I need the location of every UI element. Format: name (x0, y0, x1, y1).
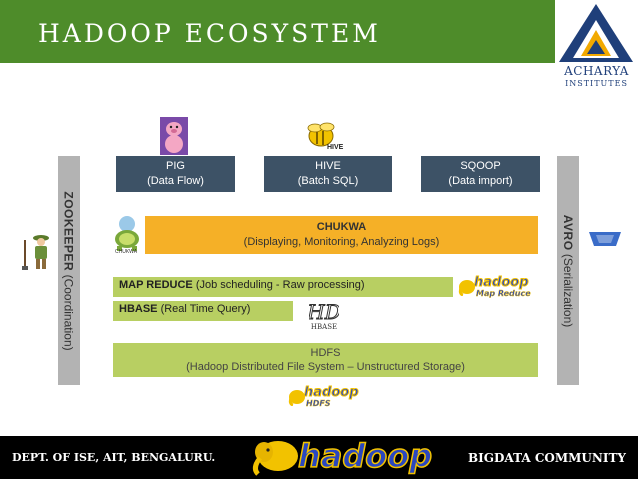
hbase-desc: (Real Time Query) (160, 303, 251, 315)
footer-community: BIGDATA COMMUNITY (468, 451, 626, 465)
logo-text-acharya: ACHARYA (564, 64, 629, 78)
hive-subtitle: (Batch SQL) (297, 175, 359, 187)
hadoop-footer-word: hadoop (297, 437, 433, 475)
zookeeper-bar: ZOOKEEPER (Coordination) (58, 156, 80, 385)
acharya-logo (555, 0, 638, 95)
hive-logo-tag: HIVE (327, 144, 344, 151)
hive-box: HIVE (Batch SQL) (264, 156, 392, 192)
chukwa-box: CHUKWA (Displaying, Monitoring, Analyzin… (145, 216, 538, 254)
mapreduce-name: MAP REDUCE (119, 279, 193, 291)
hadoop-mapreduce-logo: hadoop Map Reduce (458, 275, 532, 302)
sqoop-box: SQOOP (Data import) (421, 156, 540, 192)
elephant-icon (288, 390, 305, 406)
mapreduce-box: MAP REDUCE (Job scheduling - Raw process… (113, 277, 453, 297)
chukwa-subtitle: (Displaying, Monitoring, Analyzing Logs) (243, 236, 440, 248)
avro-name: AVRO (561, 214, 576, 251)
hadoop-hdfs-word: hadoop (304, 385, 360, 400)
page-title: HADOOP ECOSYSTEM (38, 19, 381, 48)
chukwa-title: CHUKWA (316, 221, 367, 233)
pig-box: PIG (Data Flow) (116, 156, 235, 192)
header-bar (0, 0, 555, 63)
logo-text-institutes: INSTITUTES (565, 79, 628, 88)
footer-bar (0, 436, 638, 479)
pig-mascot-icon (160, 117, 188, 155)
hbase-name: HBASE (119, 303, 158, 315)
hadoop-mr-sub: Map Reduce (476, 289, 531, 298)
hadoop-footer-logo: hadoop (250, 434, 440, 479)
hive-title: HIVE (315, 160, 341, 172)
hbase-logo: HD HBASE (303, 299, 345, 333)
hdfs-subtitle: (Hadoop Distributed File System – Unstru… (186, 361, 465, 373)
hive-bee-icon: HIVE (305, 122, 345, 156)
hadoop-mr-word: hadoop (474, 275, 530, 290)
acharya-emblem-icon (559, 4, 633, 62)
avro-logo-icon (586, 229, 624, 249)
pig-title: PIG (166, 160, 185, 172)
hadoop-hdfs-logo: hadoop HDFS (288, 385, 364, 413)
footer-department: DEPT. OF ISE, AIT, BENGALURU. (12, 451, 216, 464)
elephant-icon (458, 280, 475, 296)
zookeeper-name: ZOOKEEPER (62, 190, 76, 271)
hbase-box: HBASE (Real Time Query) (113, 301, 293, 321)
sqoop-title: SQOOP (460, 160, 501, 172)
elephant-icon (252, 441, 298, 476)
zookeeper-role: (Coordination) (62, 274, 76, 351)
zookeeper-mascot-icon (22, 232, 56, 272)
chukwa-turtle-icon: CHUKWA (113, 215, 141, 255)
hdfs-box: HDFS (Hadoop Distributed File System – U… (113, 343, 538, 377)
pig-subtitle: (Data Flow) (147, 175, 204, 187)
avro-role: (Serialization) (561, 253, 576, 327)
hdfs-title: HDFS (310, 347, 341, 359)
hbase-glyph-icon: HD (309, 300, 339, 324)
avro-bar: AVRO (Serialization) (557, 156, 579, 385)
chukwa-logo-tag: CHUKWA (115, 249, 138, 255)
hbase-logo-text: HBASE (310, 323, 338, 331)
sqoop-subtitle: (Data import) (448, 175, 513, 187)
mapreduce-desc: (Job scheduling - Raw processing) (195, 279, 365, 291)
hadoop-hdfs-sub: HDFS (306, 399, 331, 408)
svg-text:HD: HD (309, 300, 339, 323)
